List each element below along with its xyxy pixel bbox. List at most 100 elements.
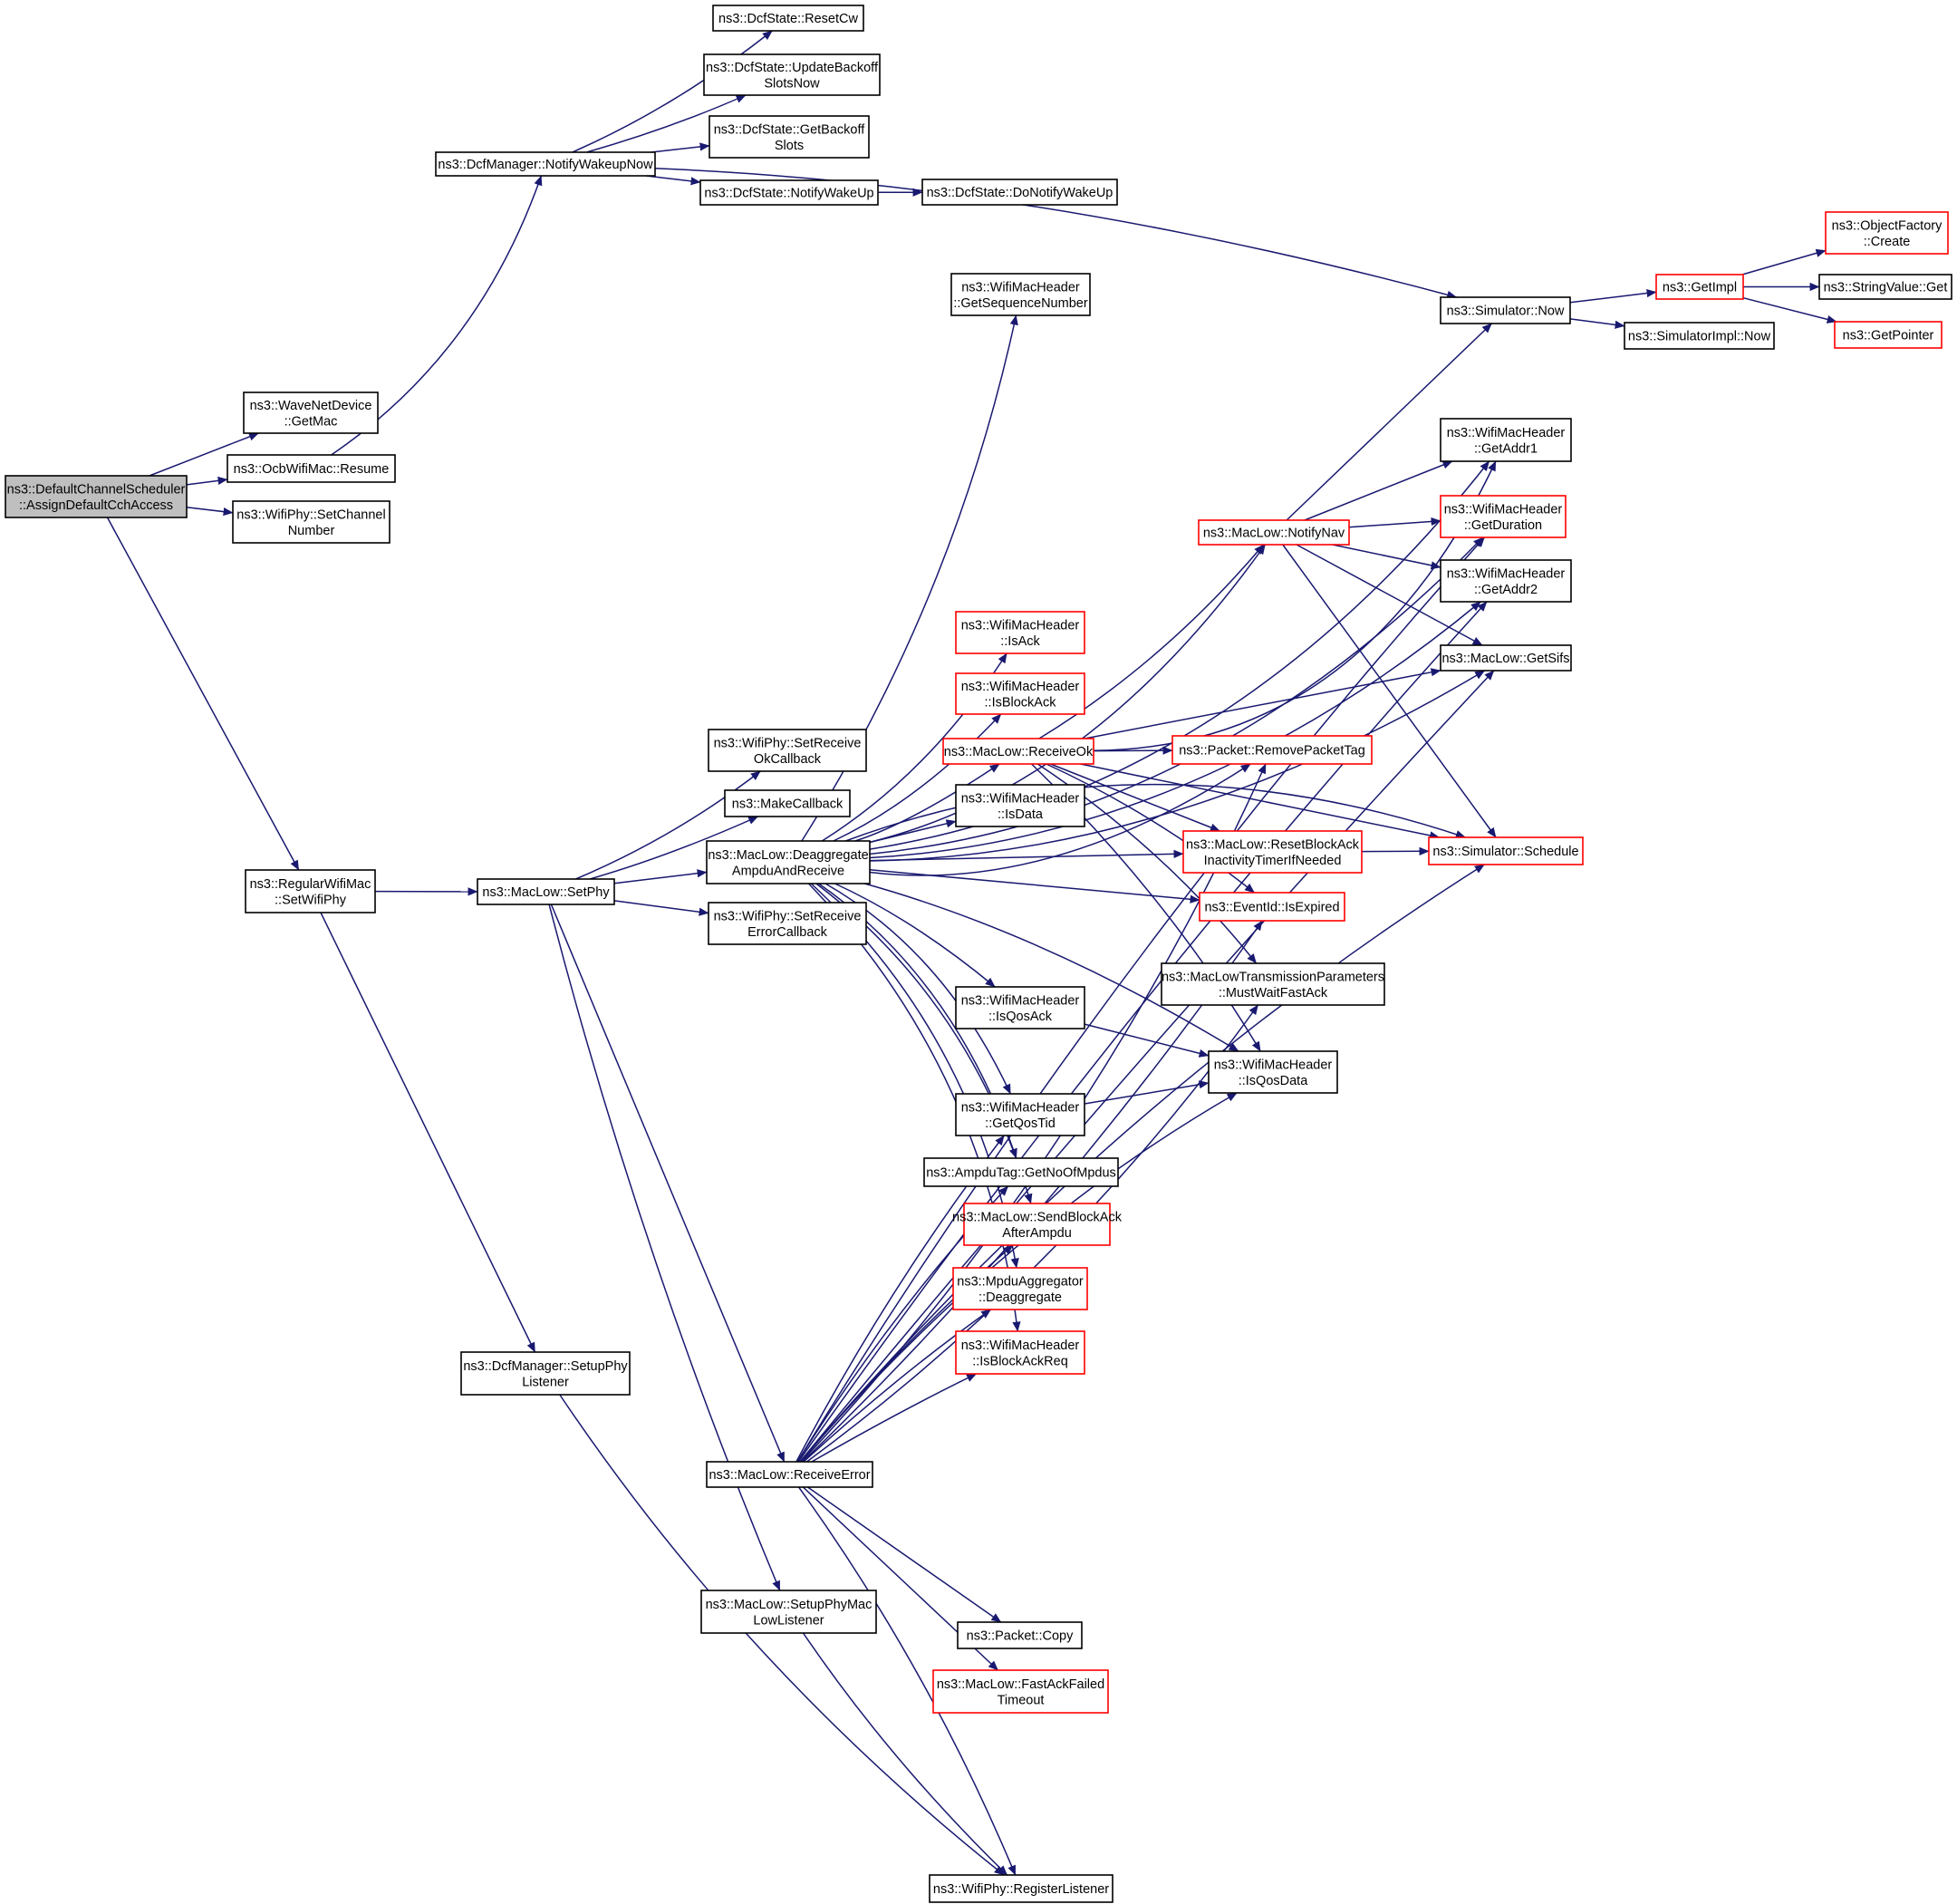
node-assign[interactable]: ns3::DefaultChannelScheduler::AssignDefa…	[5, 475, 188, 518]
node-getnoofmpdus[interactable]: ns3::AmpduTag::GetNoOfMpdus	[923, 1157, 1119, 1187]
node-resetcw[interactable]: ns3::DcfState::ResetCw	[712, 5, 864, 32]
node-box	[706, 1461, 873, 1488]
node-getimpl[interactable]: ns3::GetImpl	[1655, 274, 1744, 300]
node-box	[929, 1874, 1113, 1903]
node-label: ErrorCallback	[747, 925, 828, 940]
node-box	[1440, 418, 1572, 462]
node-label: ns3::MacLow::SetPhy	[482, 885, 610, 900]
node-getpointer[interactable]: ns3::GetPointer	[1834, 321, 1943, 349]
node-box	[708, 729, 867, 772]
node-label: ns3::MacLow::FastAckFailed	[937, 1677, 1104, 1692]
node-getseq[interactable]: ns3::WifiMacHeader::GetSequenceNumber	[950, 273, 1091, 316]
node-label: ns3::EventId::IsExpired	[1204, 901, 1339, 915]
node-getmac[interactable]: ns3::WaveNetDevice::GetMac	[243, 391, 379, 434]
edge-receiveerror-to-isblockackreq	[811, 1373, 977, 1463]
node-box	[942, 738, 1094, 765]
node-label: Listener	[522, 1375, 569, 1389]
node-label: ns3::MacLow::ReceiveOk	[944, 745, 1094, 759]
node-label: ns3::WifiMacHeader	[961, 1100, 1080, 1115]
node-getaddr1[interactable]: ns3::WifiMacHeader::GetAddr1	[1440, 418, 1572, 462]
node-label: ::IsBlockAck	[985, 695, 1057, 710]
node-notifywakeup[interactable]: ns3::DcfState::NotifyWakeUp	[699, 179, 879, 206]
edge-assign-to-setchannel	[186, 507, 234, 517]
node-registerlistener[interactable]: ns3::WifiPhy::RegisterListener	[929, 1874, 1113, 1903]
node-isqosdata[interactable]: ns3::WifiMacHeader::IsQosData	[1208, 1050, 1338, 1094]
node-box	[708, 902, 867, 945]
node-label: LowListener	[753, 1613, 824, 1628]
edge-receiveok-to-resetblock	[1050, 763, 1220, 832]
edge-assign-to-resume	[186, 476, 228, 486]
node-label: ::Create	[1864, 235, 1911, 249]
node-label: ns3::WifiPhy::RegisterListener	[933, 1882, 1109, 1897]
node-isblockackreq[interactable]: ns3::WifiMacHeader::IsBlockAckReq	[955, 1330, 1085, 1375]
node-getqostid[interactable]: ns3::WifiMacHeader::GetQosTid	[955, 1093, 1085, 1136]
node-mustwait[interactable]: ns3::MacLowTransmissionParameters::MustW…	[1161, 962, 1385, 1006]
edge-receiveok-to-schedule	[1080, 763, 1441, 840]
node-label: ns3::WifiPhy::SetChannel	[236, 507, 385, 522]
node-label: ::GetQosTid	[985, 1116, 1056, 1131]
node-simimplnow[interactable]: ns3::SimulatorImpl::Now	[1624, 322, 1775, 350]
node-label: ns3::ObjectFactory	[1832, 218, 1943, 233]
node-makecb[interactable]: ns3::MakeCallback	[724, 789, 851, 817]
node-regsetphy[interactable]: ns3::RegularWifiMac::SetWifiPhy	[245, 869, 376, 913]
node-notifynav[interactable]: ns3::MacLow::NotifyNav	[1198, 519, 1350, 546]
node-simnow[interactable]: ns3::Simulator::Now	[1440, 296, 1571, 324]
node-setphy[interactable]: ns3::MacLow::SetPhy	[477, 878, 615, 905]
node-label: ns3::MacLow::NotifyNav	[1203, 527, 1345, 541]
node-label: ns3::WaveNetDevice	[250, 399, 372, 413]
node-isqosack[interactable]: ns3::WifiMacHeader::IsQosAck	[955, 986, 1085, 1029]
node-getduration[interactable]: ns3::WifiMacHeader::GetDuration	[1440, 495, 1567, 538]
node-box	[712, 5, 864, 32]
node-label: ns3::AmpduTag::GetNoOfMpdus	[926, 1166, 1116, 1181]
edge-deagg-to-receiveok	[854, 763, 1000, 842]
node-packetcopy[interactable]: ns3::Packet::Copy	[957, 1621, 1083, 1649]
node-mpdudeagg[interactable]: ns3::MpduAggregator::Deaggregate	[952, 1267, 1088, 1310]
node-label: ns3::Simulator::Schedule	[1432, 845, 1578, 859]
node-label: ::IsBlockAckReq	[972, 1354, 1068, 1368]
node-removetag[interactable]: ns3::Packet::RemovePacketTag	[1171, 735, 1373, 765]
node-schedule[interactable]: ns3::Simulator::Schedule	[1428, 836, 1584, 865]
node-receiveerror[interactable]: ns3::MacLow::ReceiveError	[706, 1461, 873, 1488]
node-isexpired[interactable]: ns3::EventId::IsExpired	[1199, 892, 1345, 922]
node-label: ::IsQosData	[1239, 1074, 1308, 1088]
node-strget[interactable]: ns3::StringValue::Get	[1818, 274, 1952, 300]
edge-receiveerror-to-mpdudeagg	[803, 1309, 992, 1463]
node-receiveok[interactable]: ns3::MacLow::ReceiveOk	[942, 738, 1094, 765]
node-box	[477, 878, 615, 905]
node-box	[1428, 836, 1584, 865]
node-getsifs[interactable]: ns3::MacLow::GetSifs	[1440, 644, 1572, 672]
node-objfactory[interactable]: ns3::ObjectFactory::Create	[1825, 211, 1949, 255]
node-getaddr2[interactable]: ns3::WifiMacHeader::GetAddr2	[1440, 559, 1572, 603]
edge-notifynav-to-getduration	[1348, 517, 1441, 528]
node-wakeupnow[interactable]: ns3::DcfManager::NotifyWakeupNow	[435, 151, 656, 177]
edge-assign-to-regsetphy	[106, 517, 300, 871]
node-label: AmpduAndReceive	[732, 864, 844, 878]
node-isdata[interactable]: ns3::WifiMacHeader::IsData	[955, 784, 1085, 827]
node-resetblock[interactable]: ns3::MacLow::ResetBlockAckInactivityTime…	[1182, 830, 1363, 874]
node-label: ::SetWifiPhy	[275, 893, 347, 907]
node-label: ns3::Simulator::Now	[1447, 304, 1565, 319]
node-donotify[interactable]: ns3::DcfState::DoNotifyWakeUp	[921, 179, 1118, 206]
edge-receiveerror-to-getsifs	[799, 670, 1495, 1463]
node-label: ns3::MacLow::ResetBlockAck	[1186, 837, 1360, 852]
node-isack[interactable]: ns3::WifiMacHeader::IsAck	[955, 611, 1085, 654]
node-resume[interactable]: ns3::OcbWifiMac::Resume	[227, 454, 396, 483]
node-box	[1655, 274, 1744, 300]
node-box	[921, 179, 1118, 206]
node-label: ns3::WifiMacHeader	[1447, 426, 1566, 440]
node-label: ns3::WifiMacHeader	[1447, 566, 1566, 581]
node-box	[955, 672, 1085, 715]
node-isblockack[interactable]: ns3::WifiMacHeader::IsBlockAck	[955, 672, 1085, 715]
node-box	[724, 789, 851, 817]
